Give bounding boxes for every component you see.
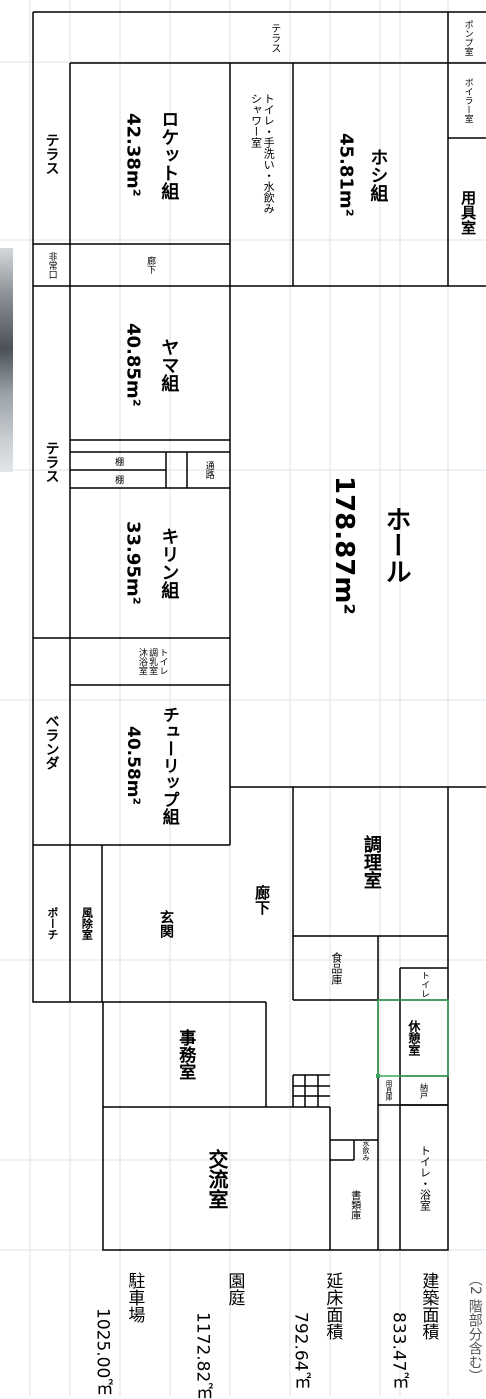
total-floor-area-value: 792.64㎡ <box>290 1312 311 1389</box>
kitchen-label: 調理室 <box>360 834 382 889</box>
toilet-small-label: トイレ <box>419 970 430 998</box>
kirin-class-area: 33.95m² <box>122 521 144 605</box>
closet-label: 納戸 <box>419 1082 429 1099</box>
hoshi-class-area: 45.81m² <box>335 133 357 217</box>
tool-storage-label: 用具庫 <box>385 1080 394 1101</box>
hoshi-class-name: ホシ組 <box>367 148 389 202</box>
building-area-label: 建築面積 <box>418 1272 439 1340</box>
background-photo-strip <box>0 248 13 472</box>
tulip-class-area: 40.58m² <box>122 725 143 805</box>
terrace-top-label: テラス <box>268 22 280 53</box>
hall-name: ホール <box>380 506 411 584</box>
kirin-class-name: キリン組 <box>158 527 180 599</box>
corridor-2-label: 廊下 <box>253 885 272 915</box>
shelf-2-label: 棚 <box>113 474 124 484</box>
rocket-class-area: 42.38m² <box>122 113 144 197</box>
pump-room-label: ポンプ室 <box>462 19 473 56</box>
parking-area-label: 駐車場 <box>124 1272 145 1323</box>
terrace-left-2-label: テラス <box>43 441 60 483</box>
cutoff-note: （2 階部分含む） <box>466 1272 483 1384</box>
yama-class-area: 40.85m² <box>122 323 144 407</box>
terrace-left-1-label: テラス <box>43 132 60 175</box>
equipment-room-label: 用具室 <box>459 189 478 235</box>
corridor-1-label: 廊下 <box>145 256 156 274</box>
toilet-bath-label: トイレ・浴室 <box>418 1144 432 1211</box>
passage-label: 通路 <box>203 461 214 479</box>
water-fountain-label: 水飲み <box>362 1139 371 1161</box>
office-label: 事務室 <box>175 1029 196 1080</box>
garden-area-label: 園庭 <box>224 1272 245 1306</box>
hall-area: 178.87m² <box>328 475 359 615</box>
boiler-room-label: ボイラー室 <box>462 78 473 123</box>
nursing-block-label: トイレ 調乳室 沐浴室 <box>136 648 168 675</box>
document-storage-label: 書類庫 <box>348 1190 360 1220</box>
shelf-1-label: 棚 <box>113 456 124 466</box>
exchange-room-label: 交流室 <box>205 1148 229 1209</box>
pantry-label: 食品庫 <box>329 951 343 985</box>
rest-room-label: 休憩室 <box>406 1020 421 1056</box>
building-area-value: 833.47㎡ <box>388 1312 409 1389</box>
garden-area-value: 1172.82㎡ <box>192 1312 213 1399</box>
veranda-label: ベランダ <box>43 713 60 770</box>
entrance-label: 玄関 <box>158 909 175 938</box>
parking-area-value: 1025.00㎡ <box>92 1308 113 1396</box>
total-floor-area-label: 延床面積 <box>322 1272 343 1340</box>
plan-walls <box>32 11 486 1251</box>
selected-cell-highlight <box>377 999 449 1077</box>
selection-handle <box>376 1074 380 1078</box>
emergency-exit-label: 非常口 <box>46 251 57 279</box>
toilet-shower-label: トイレ・手洗い・水飲み シャワー室 <box>249 93 276 214</box>
porch-label: ポーチ <box>45 907 59 940</box>
windbreak-label: 風除室 <box>80 907 94 940</box>
rocket-class-name: ロケット組 <box>158 110 180 200</box>
tulip-class-name: チューリップ組 <box>158 705 179 825</box>
yama-class-name: ヤマ組 <box>158 338 180 392</box>
